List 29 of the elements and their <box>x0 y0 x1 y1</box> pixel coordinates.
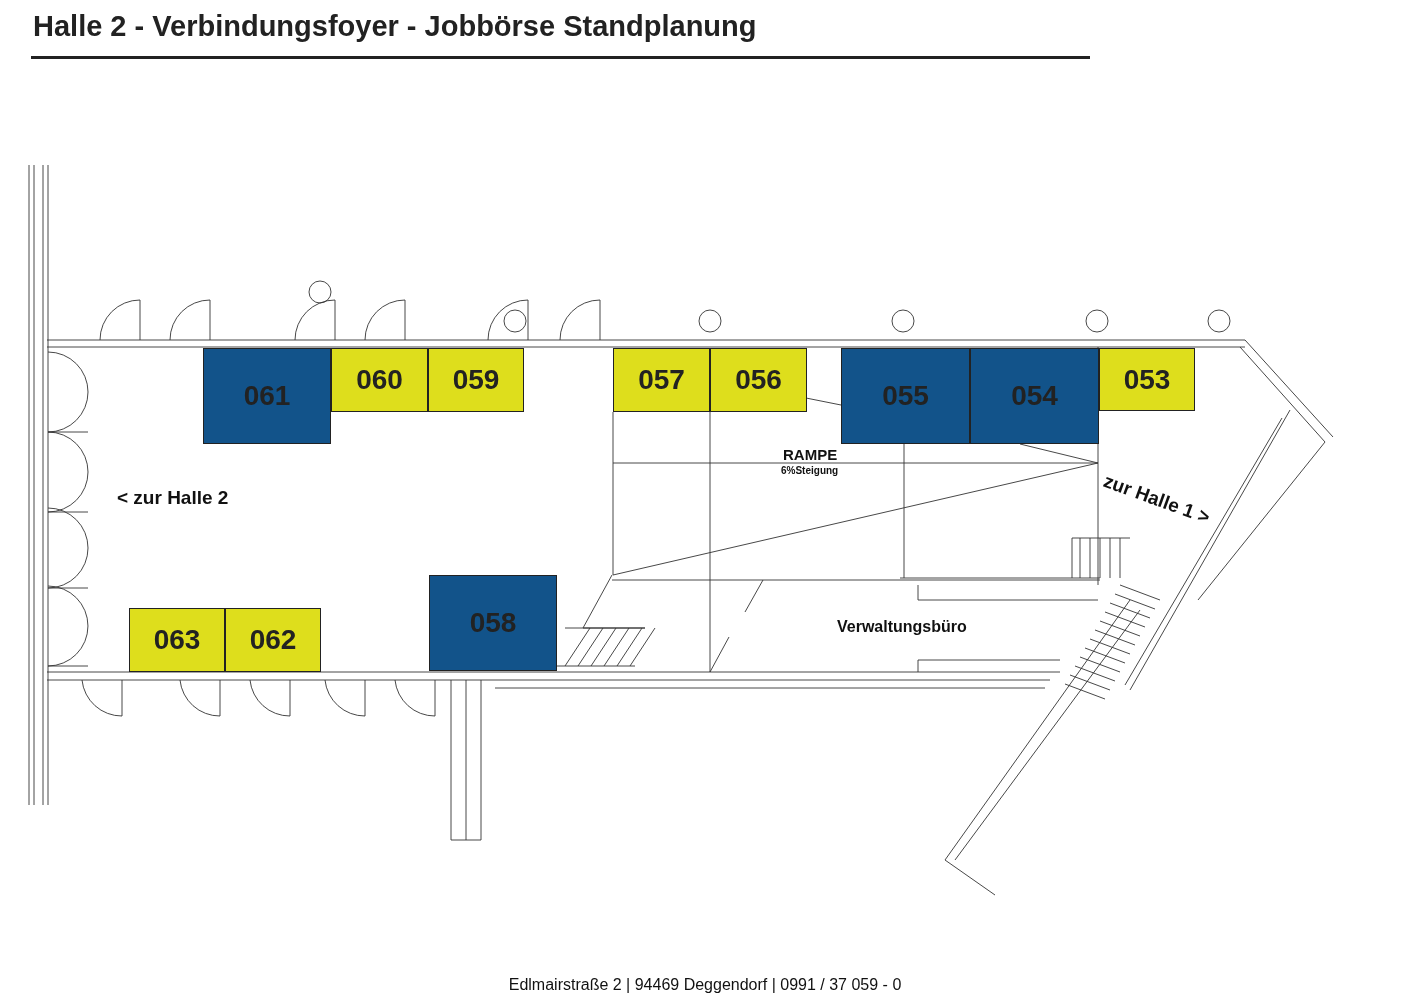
booth-area <box>613 348 710 412</box>
booth-number: 063 <box>153 624 201 656</box>
booth-number: 059 <box>452 364 500 396</box>
booth-area <box>331 348 428 412</box>
direction-label: < zur Halle 2 <box>117 487 229 509</box>
booth-area <box>203 348 331 444</box>
booth-number: 060 <box>356 364 403 396</box>
booth-area <box>970 348 1099 444</box>
booth-number: 057 <box>638 364 685 396</box>
booth-number: 062 <box>249 624 297 656</box>
booth-area <box>129 608 225 672</box>
booth-area <box>428 348 524 412</box>
booth-area <box>1099 348 1195 411</box>
booth-area <box>429 575 557 671</box>
booth-number: 058 <box>469 607 517 639</box>
booth-number: 053 <box>1123 363 1171 396</box>
booth-area <box>225 608 321 672</box>
note-text: 6%Steigung <box>781 465 839 476</box>
booth-area <box>710 348 807 412</box>
page-title: Halle 2 - Verbindungsfoyer - Jobbörse Standplanung <box>33 10 757 43</box>
booth-number: 056 <box>735 364 782 396</box>
booth-number: 061 <box>243 380 291 412</box>
booth-number: 055 <box>882 380 929 412</box>
address-text: Edlmairstraße 2 | 94469 Deggendorf | 0991 / 37 059 - 0 <box>507 976 903 994</box>
area-label: RAMPE <box>783 446 838 463</box>
booth-area <box>841 348 970 444</box>
direction-label: zur Halle 1 > <box>1100 470 1213 529</box>
room-label: Verwaltungsbüro <box>837 618 967 636</box>
booth-number: 054 <box>1011 380 1058 412</box>
